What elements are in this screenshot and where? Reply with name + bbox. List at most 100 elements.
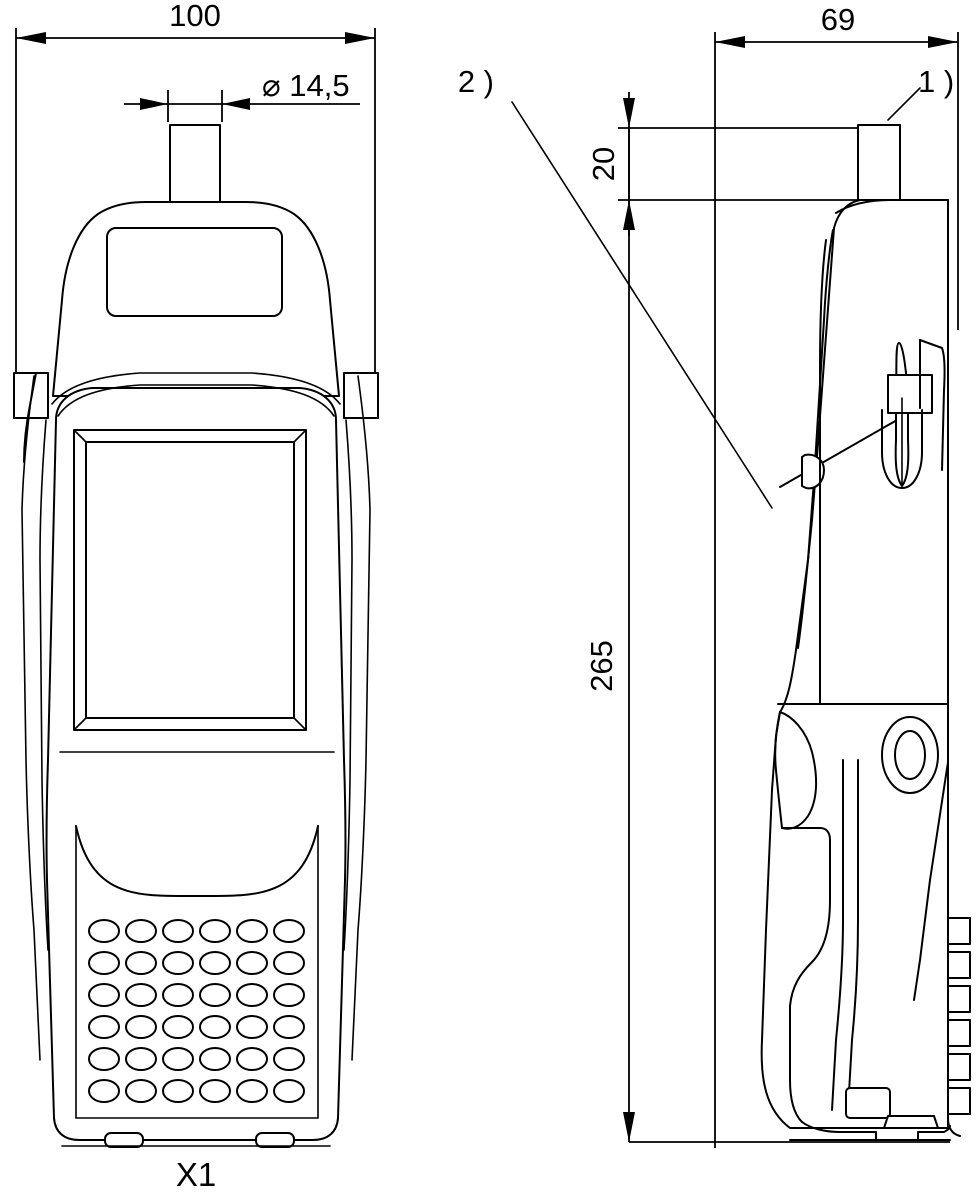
side-view: [760, 124, 971, 1141]
right-outer-edge-lower: [947, 879, 961, 1137]
bevel-corner-tl: [73, 429, 87, 443]
keypad-key[interactable]: [162, 919, 194, 943]
keypad-key[interactable]: [236, 1047, 268, 1071]
shell-rear-edge-top: [819, 239, 827, 555]
arrow-left-icon: [16, 32, 46, 44]
keypad-key[interactable]: [273, 951, 305, 975]
keypad-key[interactable]: [88, 983, 120, 1007]
lcd-screen: [85, 441, 295, 719]
keypad-key[interactable]: [236, 983, 268, 1007]
keypad-key[interactable]: [88, 1015, 120, 1039]
dimension-diameter-text: ⌀ 14,5: [262, 68, 350, 103]
arrow-right-icon: [345, 32, 375, 44]
keypad-key[interactable]: [236, 1079, 268, 1103]
keypad-key[interactable]: [273, 1047, 305, 1071]
front-view: X1: [13, 124, 379, 1193]
keypad-key[interactable]: [236, 919, 268, 943]
keypad-scallop-curve: [75, 825, 319, 898]
keypad-key[interactable]: [162, 1047, 194, 1071]
grip-scoop-inner: [774, 711, 783, 829]
keypad-key[interactable]: [199, 951, 231, 975]
callout-1: 1 ): [887, 64, 954, 121]
keypad-key[interactable]: [125, 1015, 157, 1039]
shoulder-seam-outer: [51, 372, 341, 405]
oval-port-outer: [881, 716, 939, 794]
keypad-key[interactable]: [88, 1079, 120, 1103]
keypad-key[interactable]: [125, 951, 157, 975]
keypad-key[interactable]: [273, 1079, 305, 1103]
keypad-key[interactable]: [236, 951, 268, 975]
dimension-100-text: 100: [169, 0, 221, 33]
scanner-window: [106, 227, 283, 317]
bottom-foot-left: [104, 1132, 144, 1148]
keypad-key[interactable]: [125, 919, 157, 943]
oval-port-inner: [894, 730, 926, 780]
handle-inner-line: [831, 759, 844, 1111]
keypad-key[interactable]: [125, 983, 157, 1007]
keypad-key[interactable]: [199, 983, 231, 1007]
dimension-69: 69: [714, 2, 959, 1148]
keypad-panel-frame: [75, 825, 319, 1119]
antenna-stub-side: [857, 124, 901, 201]
handle-inner-line-2: [847, 759, 859, 1111]
dimension-265-text: 265: [584, 640, 619, 692]
dimension-100: 100: [15, 0, 376, 395]
bevel-corner-tr: [293, 429, 307, 443]
stylus-body: [887, 374, 933, 414]
grip-scoop: [779, 711, 818, 830]
arrow-left-icon: [715, 36, 745, 48]
keypad-key[interactable]: [88, 951, 120, 975]
arrow-up-icon: [623, 98, 635, 128]
arrow-down-icon: [623, 1112, 635, 1142]
dimension-diameter-14-5: ⌀ 14,5: [124, 68, 360, 122]
upper-shell-top: [835, 199, 921, 214]
keypad-key[interactable]: [273, 919, 305, 943]
view-label-x1: X1: [176, 1156, 216, 1193]
dimension-69-text: 69: [821, 2, 855, 37]
bevel-corner-br: [293, 717, 307, 731]
right-inner-rail: [343, 419, 353, 951]
dimension-20: 20: [586, 92, 900, 236]
keypad-key[interactable]: [162, 1015, 194, 1039]
keypad-key[interactable]: [273, 1015, 305, 1039]
callout-1-leader: [887, 87, 921, 121]
keypad-key[interactable]: [273, 983, 305, 1007]
keypad-key[interactable]: [199, 1047, 231, 1071]
right-outer-edge: [351, 375, 371, 1061]
dimension-20-text: 20: [586, 147, 621, 181]
keypad-key[interactable]: [88, 1047, 120, 1071]
keypad-key[interactable]: [125, 1079, 157, 1103]
grip-rib: [947, 1087, 971, 1115]
keypad-key[interactable]: [199, 919, 231, 943]
bottom-connector: [845, 1087, 891, 1119]
left-inner-rail: [39, 419, 49, 951]
callout-2: 2 ): [458, 64, 773, 509]
keypad-key[interactable]: [88, 919, 120, 943]
shoulder-seam-inner: [57, 384, 335, 417]
keypad-key[interactable]: [199, 1015, 231, 1039]
arrow-inward-right-icon: [222, 98, 250, 110]
grip-rib: [947, 917, 971, 945]
grip-rib: [947, 985, 971, 1013]
keypad[interactable]: [88, 919, 305, 1103]
dimension-265: 265: [584, 128, 950, 1143]
stylus-outer-outline: [881, 409, 923, 489]
bevel-corner-bl: [73, 717, 87, 731]
right-flange: [919, 339, 946, 471]
grip-rib: [947, 1053, 971, 1081]
keypad-key[interactable]: [162, 983, 194, 1007]
callout-2-text: 2 ): [458, 64, 494, 99]
keypad-key[interactable]: [162, 1079, 194, 1103]
keypad-key[interactable]: [162, 951, 194, 975]
grip-rib: [947, 951, 971, 979]
keypad-key[interactable]: [236, 1015, 268, 1039]
lower-rear-bevel: [913, 761, 949, 1001]
keypad-key[interactable]: [199, 1079, 231, 1103]
keypad-key[interactable]: [125, 1047, 157, 1071]
arrow-inward-left-icon: [140, 98, 168, 110]
callout-2-leader: [511, 101, 773, 509]
side-button: [801, 453, 825, 490]
callout-1-text: 1 ): [918, 64, 954, 99]
